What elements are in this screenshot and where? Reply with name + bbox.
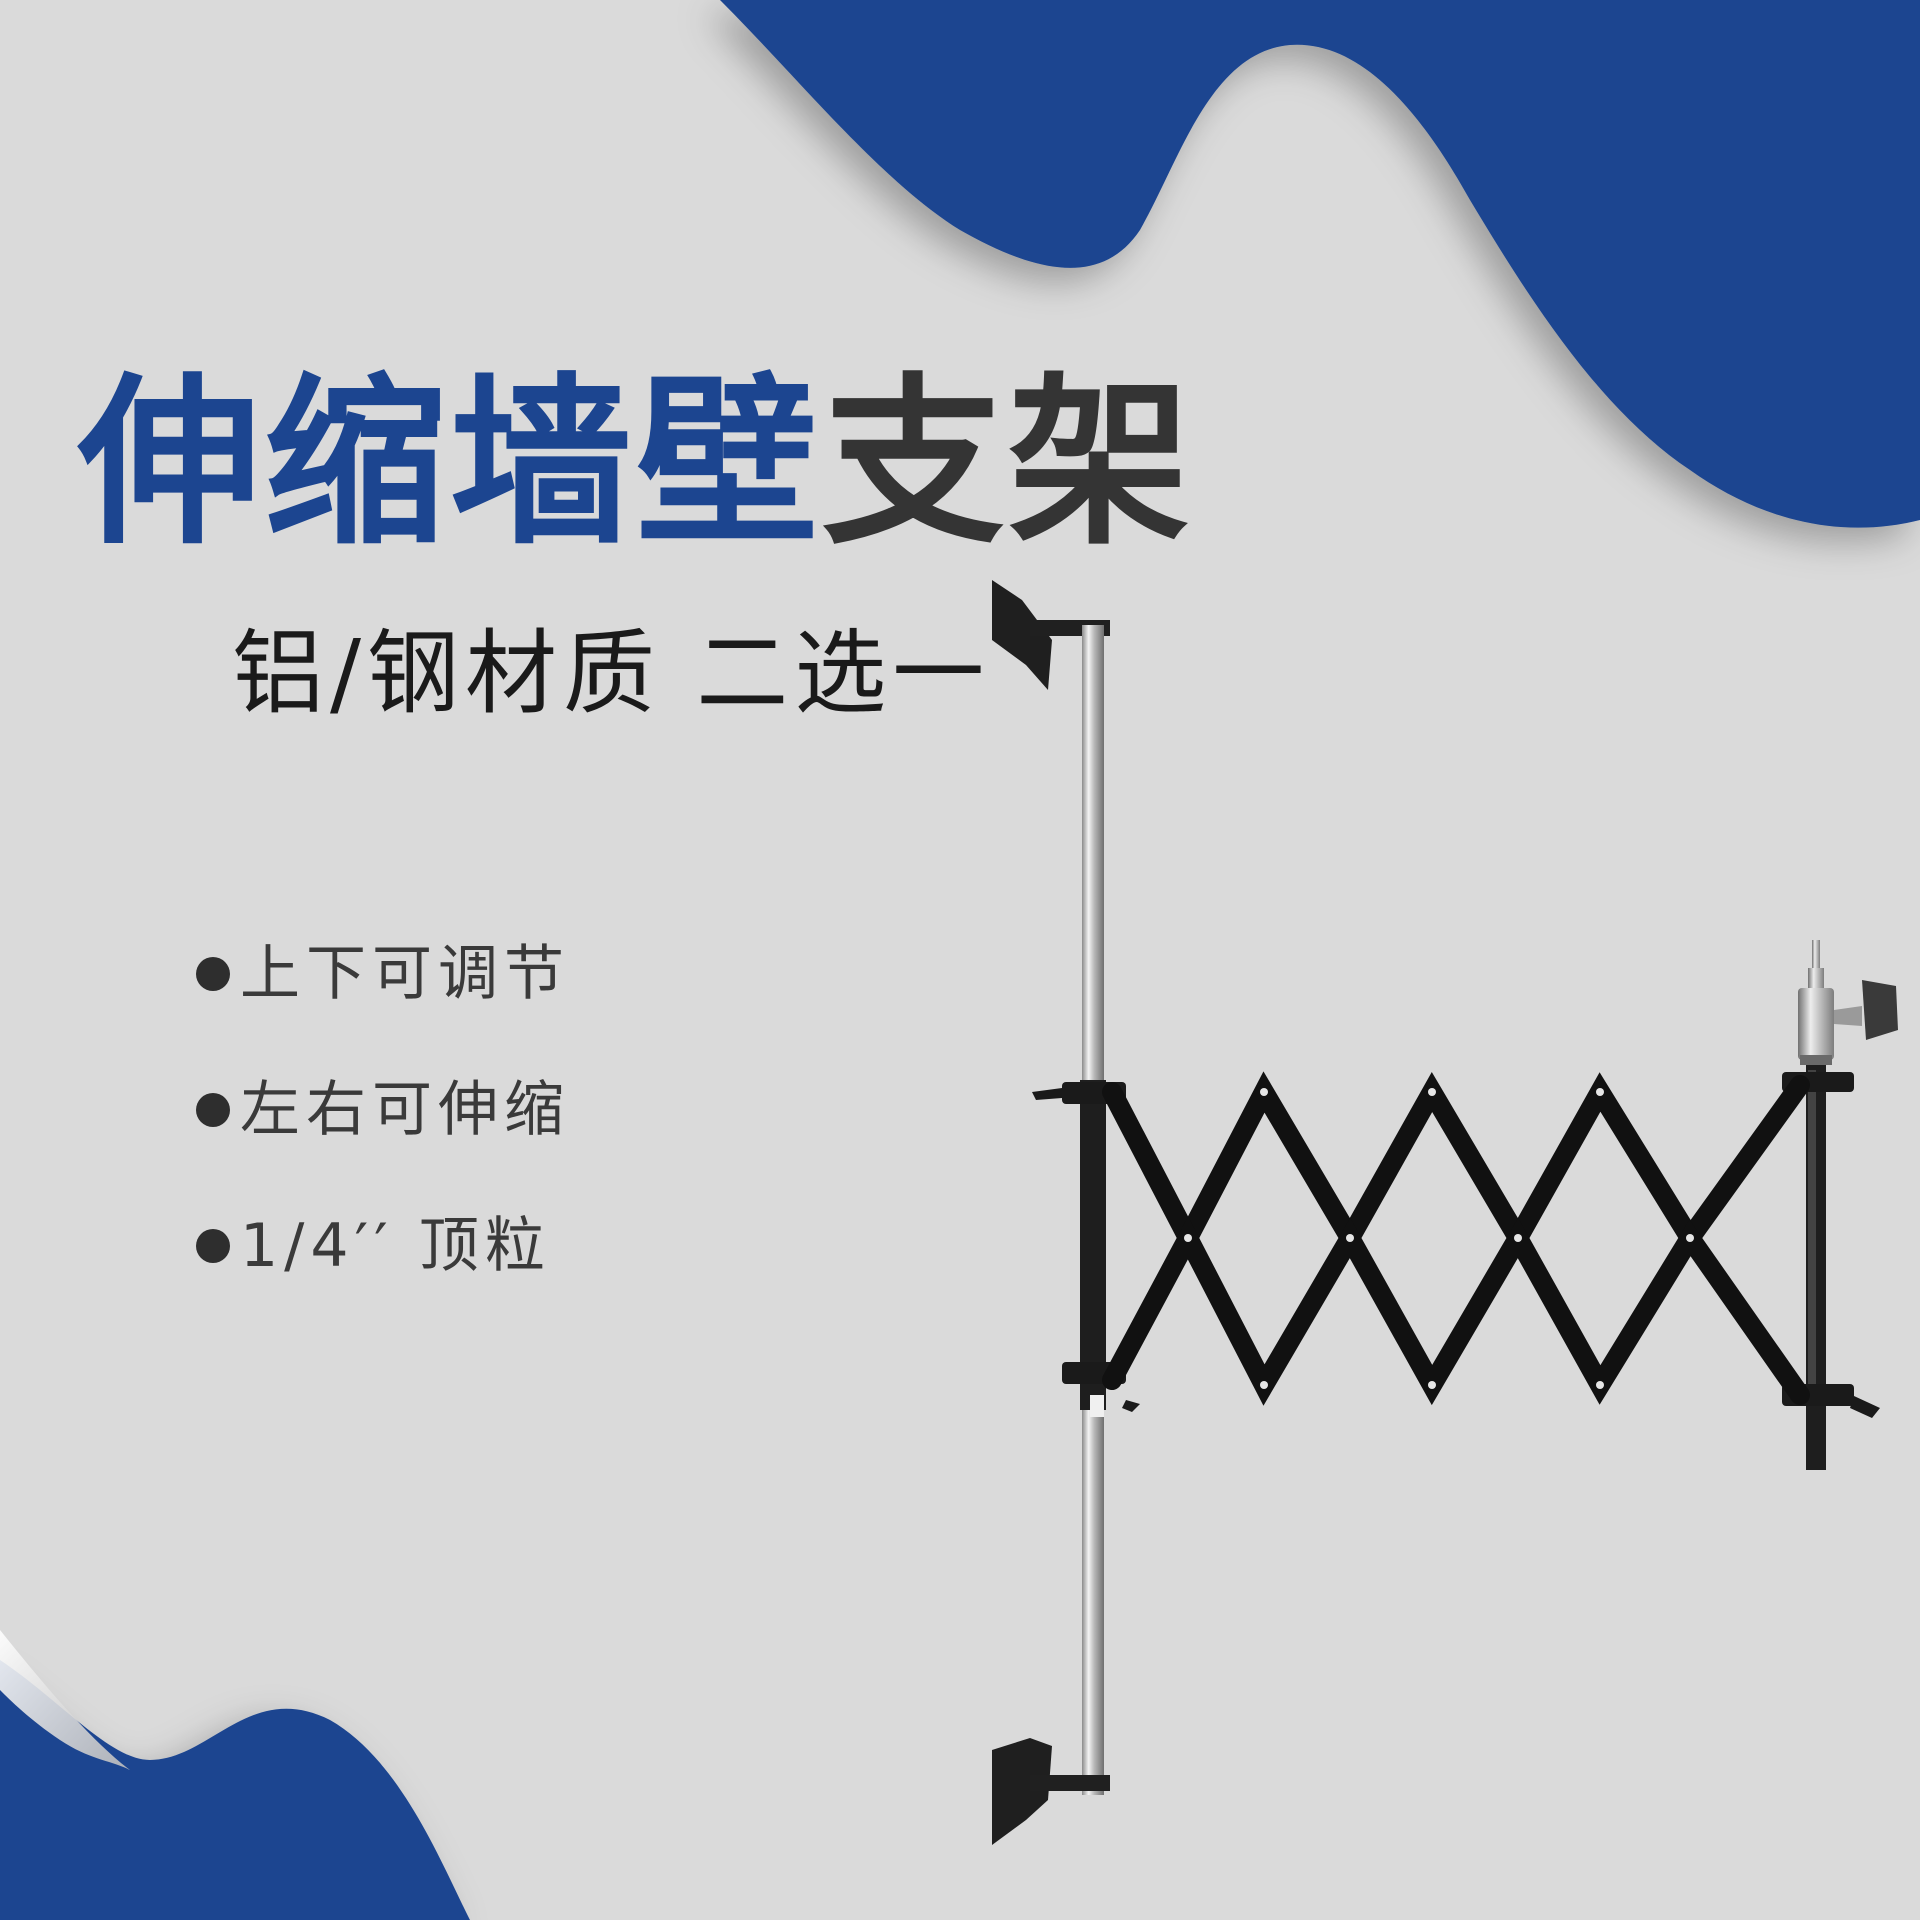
scissor-pivot-rivets: [1184, 1088, 1694, 1389]
feature-item: 上下可调节: [196, 934, 570, 1009]
bottom-fold-highlight: [0, 1630, 130, 1770]
spigot: [1798, 940, 1898, 1065]
title-dark-part: 支架: [822, 357, 1194, 569]
pole-dark-sleeve: [1080, 1080, 1106, 1410]
bottom-wave-shape: [0, 1660, 470, 1920]
bullet-icon: [196, 957, 230, 991]
feature-item: 1/4′′ 顶粒: [196, 1206, 570, 1281]
top-wave-shape: [720, 0, 1920, 528]
feature-label: 1/4′′ 顶粒: [240, 1210, 551, 1281]
bullet-icon: [196, 1229, 230, 1263]
feature-label: 上下可调节: [240, 938, 570, 1009]
title-blue-part: 伸缩墙壁: [78, 357, 822, 569]
feature-label: 左右可伸缩: [240, 1074, 570, 1145]
page-title: 伸缩墙壁支架: [78, 372, 1194, 554]
bottom-wall-plate: [992, 1738, 1110, 1845]
material-subtitle: 铝/钢材质 二选一: [232, 620, 991, 727]
feature-list: 上下可调节 左右可伸缩 1/4′′ 顶粒: [196, 934, 570, 1342]
scissor-arm-assembly: [1102, 1071, 1810, 1406]
feature-item: 左右可伸缩: [196, 1070, 570, 1145]
bullet-icon: [196, 1093, 230, 1127]
